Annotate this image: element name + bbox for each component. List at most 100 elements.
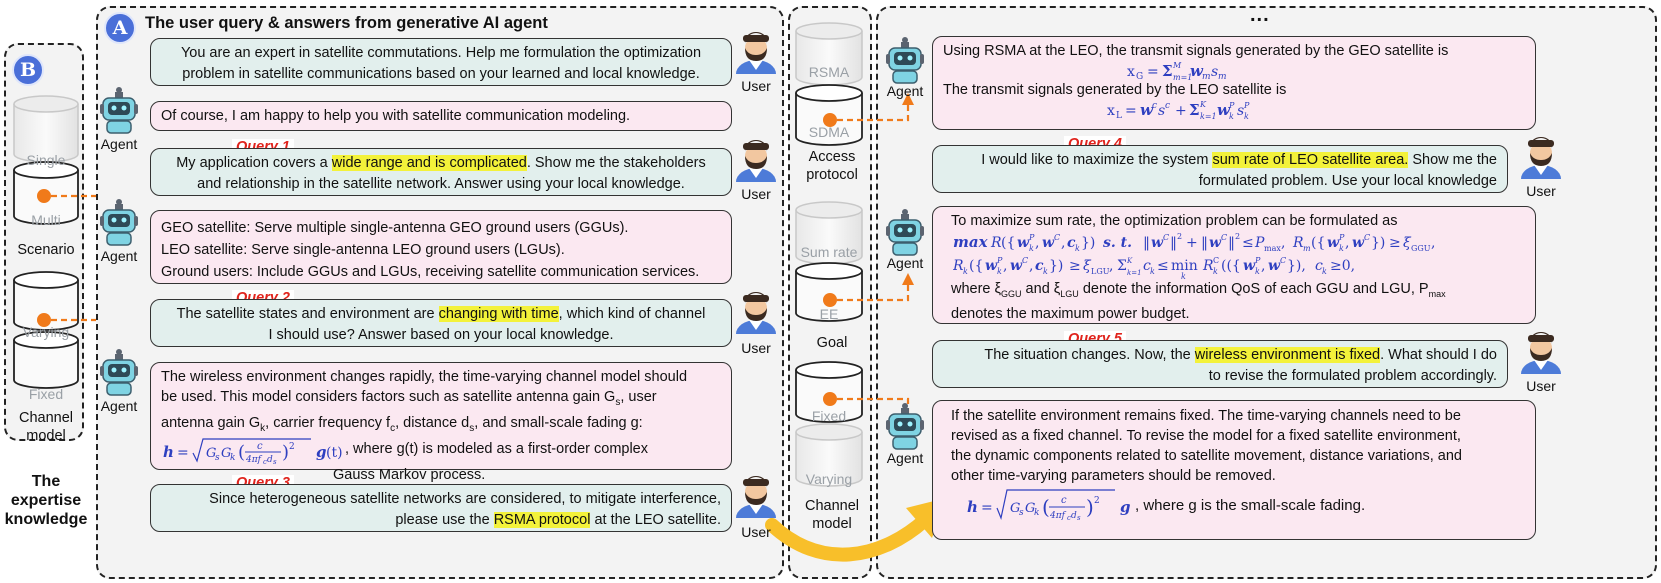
- svg-text:P: P: [996, 256, 1003, 265]
- svg-text:({: ({: [1001, 235, 1015, 251]
- svg-text:k: k: [1043, 267, 1048, 276]
- svg-text:GGU: GGU: [1411, 244, 1431, 253]
- user-label: User: [741, 78, 771, 94]
- svg-text:,: ,: [1035, 235, 1039, 251]
- svg-text:2: 2: [1094, 496, 1100, 506]
- user-label: User: [741, 524, 771, 540]
- svg-text:({: ({: [969, 258, 983, 274]
- svg-text:P: P: [1243, 101, 1250, 110]
- svg-text:s: s: [1019, 508, 1024, 518]
- db-varying-middle[interactable]: [795, 423, 863, 487]
- svg-text:w: w: [1017, 235, 1030, 251]
- svg-text:w: w: [1010, 258, 1023, 274]
- svg-text:‖: ‖: [1201, 235, 1208, 251]
- agent-label: Agent: [100, 136, 138, 152]
- svg-text:+: +: [1175, 103, 1187, 119]
- svg-text:w: w: [1140, 101, 1154, 119]
- svg-text:R: R: [1202, 258, 1214, 274]
- selection-dot: [37, 313, 51, 327]
- agent-label: Agent: [886, 255, 924, 271]
- svg-text:({: ({: [1311, 235, 1325, 251]
- agent-label: Agent: [886, 450, 924, 466]
- svg-text:s. t.: s. t.: [1103, 235, 1132, 251]
- highlight: changing with time: [438, 306, 559, 322]
- user-avatar: [736, 476, 776, 518]
- svg-text:C: C: [1022, 256, 1028, 265]
- scenario-label: Scenario: [17, 242, 75, 258]
- db-multi-label: Multi: [31, 212, 61, 228]
- svg-text:min: min: [1171, 258, 1198, 274]
- svg-text:(: (: [238, 442, 245, 463]
- user-label: User: [741, 340, 771, 356]
- user-message-query-4: I would like to maximize the system sum …: [932, 145, 1508, 193]
- svg-text:R: R: [990, 235, 1002, 251]
- svg-text:,: ,: [1109, 258, 1113, 274]
- svg-text:}): }): [1049, 258, 1063, 274]
- svg-text:d: d: [1071, 511, 1077, 521]
- svg-text:x: x: [1127, 64, 1135, 80]
- svg-text:k: k: [1339, 244, 1344, 253]
- svg-text:K: K: [1199, 100, 1207, 109]
- svg-text:R: R: [953, 258, 964, 274]
- svg-text:C: C: [1364, 233, 1370, 242]
- svg-text:}): }): [1371, 235, 1385, 251]
- ellipsis: ...: [1250, 4, 1270, 26]
- svg-text:g: g: [1120, 498, 1131, 516]
- svg-text:c: c: [1315, 258, 1323, 274]
- svg-text:‖: ‖: [1228, 235, 1235, 251]
- svg-text:k: k: [1322, 267, 1327, 276]
- agent-avatar: [885, 208, 925, 256]
- svg-text:M: M: [1172, 61, 1182, 70]
- svg-text:h: h: [967, 498, 978, 516]
- user-message-query-1: My application covers a wide range and i…: [150, 148, 732, 196]
- svg-text:G: G: [206, 446, 216, 461]
- goal-label: Goal: [816, 335, 848, 351]
- svg-text:w: w: [1190, 62, 1204, 80]
- db-fixed[interactable]: [13, 331, 79, 389]
- svg-text:=: =: [1147, 64, 1159, 80]
- channel-model-middle-label: Channel model: [804, 498, 859, 532]
- svg-text:}): }): [1081, 235, 1095, 251]
- agent-avatar: [99, 198, 139, 246]
- svg-text:≤: ≤: [1157, 258, 1169, 274]
- svg-text:C: C: [1221, 233, 1227, 242]
- svg-text:m: m: [1218, 72, 1227, 82]
- svg-text:m=1: m=1: [1173, 73, 1192, 82]
- db-fixed-middle-label: Fixed: [811, 408, 847, 424]
- user-message-query-3: Since heterogeneous satellite networks a…: [150, 484, 732, 532]
- svg-text:(: (: [1042, 495, 1050, 519]
- svg-text:G: G: [1025, 501, 1035, 516]
- expertise-caption: The expertise knowledge: [4, 473, 88, 528]
- db-varying[interactable]: [13, 271, 79, 331]
- svg-text:k=1: k=1: [1200, 112, 1217, 121]
- svg-text:,: ,: [1029, 258, 1033, 274]
- highlight: wireless environment is fixed: [1194, 347, 1381, 363]
- svg-text:(t): (t): [326, 445, 343, 461]
- user-label: User: [741, 186, 771, 202]
- svg-text:k: k: [1255, 267, 1260, 276]
- svg-text:K: K: [1126, 257, 1133, 265]
- svg-text:≥0,: ≥0,: [1330, 258, 1355, 274]
- user-avatar: [1521, 332, 1561, 374]
- svg-text:(({: (({: [1221, 258, 1241, 274]
- db-sum-rate[interactable]: [795, 201, 863, 265]
- leo-signal-equation: x L = w c s c + Σ K k=1 w P k s P k: [1107, 100, 1250, 121]
- svg-text:G: G: [1136, 72, 1143, 82]
- svg-text:}),: }),: [1287, 258, 1306, 274]
- svg-text:c: c: [1035, 258, 1044, 274]
- svg-text:k: k: [1075, 244, 1080, 253]
- svg-text:k=1: k=1: [1127, 269, 1142, 277]
- svg-text:w: w: [1352, 235, 1365, 251]
- user-avatar: [736, 140, 776, 182]
- svg-text:Σ: Σ: [1162, 62, 1173, 80]
- svg-text:ξ: ξ: [1083, 258, 1092, 274]
- svg-text:s: s: [1077, 514, 1081, 522]
- svg-text:c: c: [1067, 514, 1071, 522]
- svg-text:=: =: [1125, 103, 1137, 119]
- svg-text:x: x: [1107, 103, 1115, 119]
- svg-text:≤: ≤: [1242, 235, 1254, 251]
- panel-a-title: The user query & answers from generative…: [145, 14, 548, 32]
- badge-b: B: [12, 54, 44, 86]
- svg-text:k: k: [230, 453, 235, 463]
